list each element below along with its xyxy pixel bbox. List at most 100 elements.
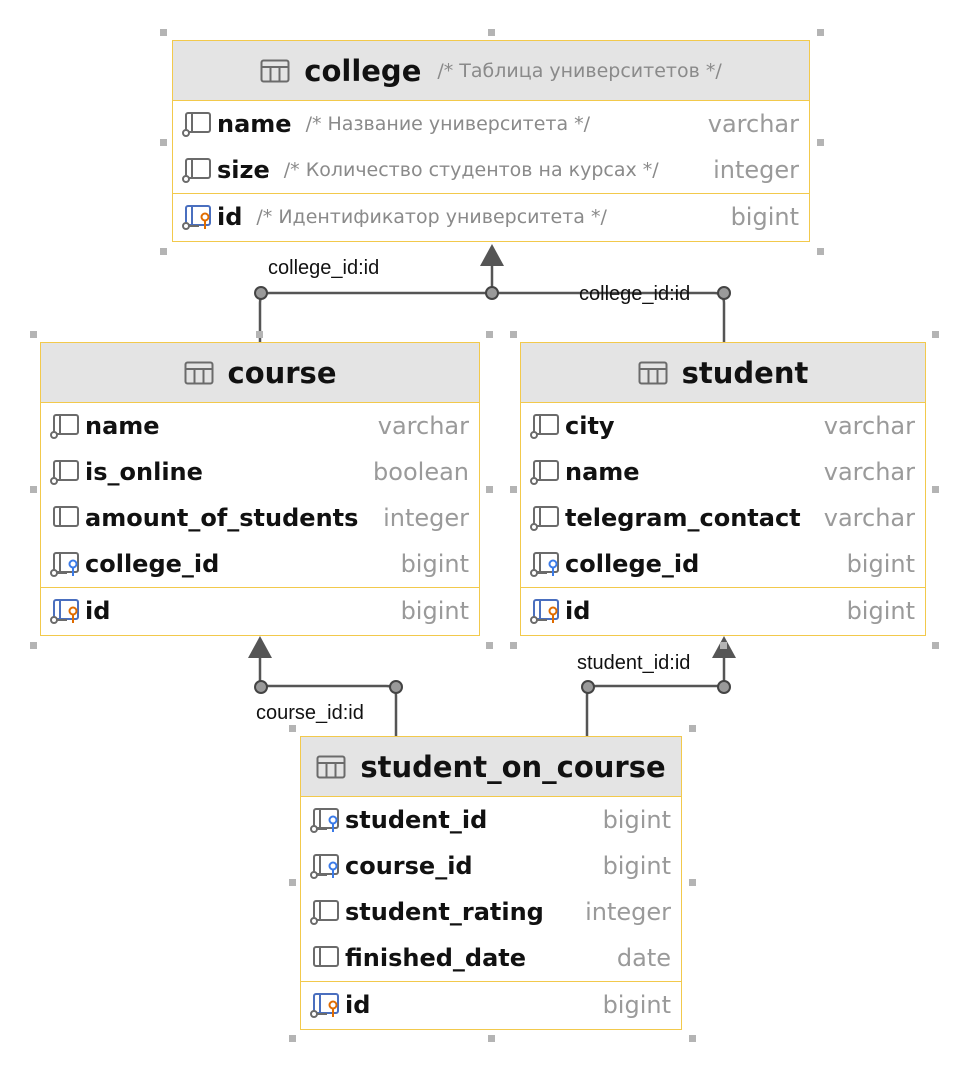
table-name: student: [681, 355, 809, 390]
column-icon: [530, 460, 559, 485]
column-name: college_id: [565, 550, 700, 578]
table-header: student: [521, 343, 925, 403]
table-name: student_on_course: [360, 749, 666, 784]
resize-handle[interactable]: [817, 248, 824, 255]
resize-handle[interactable]: [289, 879, 296, 886]
table-icon: [638, 361, 668, 384]
resize-handle[interactable]: [510, 486, 517, 493]
column-icon: [182, 112, 211, 137]
column-name: name: [565, 458, 640, 486]
column-type: bigint: [846, 596, 915, 625]
foreign-key-column-icon: [310, 808, 339, 833]
resize-handle[interactable]: [30, 642, 37, 649]
column-row[interactable]: city varchar: [521, 403, 925, 449]
resize-handle[interactable]: [160, 29, 167, 36]
resize-handle[interactable]: [256, 331, 263, 338]
resize-handle[interactable]: [486, 642, 493, 649]
resize-handle[interactable]: [689, 725, 696, 732]
arrow-to-course: [248, 636, 272, 658]
resize-handle[interactable]: [160, 139, 167, 146]
table-name: college: [304, 53, 422, 88]
resize-handle[interactable]: [289, 1035, 296, 1042]
column-row[interactable]: telegram_contact varchar: [521, 495, 925, 541]
column-name: telegram_contact: [565, 504, 801, 532]
column-icon: [182, 158, 211, 183]
endpoint-dot: [254, 286, 268, 300]
resize-handle[interactable]: [486, 486, 493, 493]
column-name: id: [217, 202, 243, 231]
column-row[interactable]: is_online boolean: [41, 449, 479, 495]
resize-handle[interactable]: [488, 1035, 495, 1042]
column-row[interactable]: name /* Название университета */ varchar: [173, 101, 809, 147]
endpoint-dot: [717, 680, 731, 694]
column-name: name: [217, 110, 292, 138]
column-type: boolean: [373, 458, 469, 486]
column-icon: [530, 414, 559, 439]
resize-handle[interactable]: [486, 331, 493, 338]
resize-handle[interactable]: [689, 879, 696, 886]
column-type: bigint: [730, 202, 799, 231]
column-type: bigint: [400, 596, 469, 625]
resize-handle[interactable]: [510, 331, 517, 338]
primary-key-row[interactable]: id bigint: [41, 587, 479, 633]
column-row[interactable]: student_rating integer: [301, 889, 681, 935]
primary-key-column-icon: [310, 992, 339, 1018]
table-icon: [184, 361, 213, 384]
table-header: course: [41, 343, 479, 403]
column-row[interactable]: course_id bigint: [301, 843, 681, 889]
column-row[interactable]: student_id bigint: [301, 797, 681, 843]
column-type: bigint: [602, 852, 671, 880]
table-icon: [260, 59, 290, 82]
endpoint-dot: [389, 680, 403, 694]
primary-key-column-icon: [530, 598, 559, 624]
column-row[interactable]: amount_of_students integer: [41, 495, 479, 541]
table-student[interactable]: student city varchar name varchar telegr…: [520, 342, 926, 636]
table-icon: [316, 755, 346, 778]
primary-key-row[interactable]: id bigint: [301, 981, 681, 1027]
endpoint-dot: [254, 680, 268, 694]
resize-handle[interactable]: [817, 139, 824, 146]
resize-handle[interactable]: [817, 29, 824, 36]
table-header: college /* Таблица университетов */: [173, 41, 809, 101]
foreign-key-column-icon: [530, 552, 559, 577]
primary-key-row[interactable]: id /* Идентификатор университета */ bigi…: [173, 193, 809, 239]
primary-key-row[interactable]: id bigint: [521, 587, 925, 633]
resize-handle[interactable]: [289, 725, 296, 732]
column-row[interactable]: college_id bigint: [41, 541, 479, 587]
column-row[interactable]: finished_date date: [301, 935, 681, 981]
column-name: student_id: [345, 806, 488, 834]
endpoint-dot: [581, 680, 595, 694]
nullable-column-icon: [53, 506, 79, 527]
column-row[interactable]: size /* Количество студентов на курсах *…: [173, 147, 809, 193]
column-type: varchar: [707, 110, 799, 138]
table-college[interactable]: college /* Таблица университетов */ name…: [172, 40, 810, 242]
resize-handle[interactable]: [689, 1035, 696, 1042]
table-course[interactable]: course name varchar is_online boolean am…: [40, 342, 480, 636]
column-row[interactable]: name varchar: [521, 449, 925, 495]
resize-handle[interactable]: [30, 331, 37, 338]
resize-handle[interactable]: [488, 29, 495, 36]
resize-handle[interactable]: [160, 248, 167, 255]
column-name: amount_of_students: [85, 504, 359, 532]
resize-handle[interactable]: [720, 642, 727, 649]
resize-handle[interactable]: [510, 642, 517, 649]
column-row[interactable]: college_id bigint: [521, 541, 925, 587]
column-name: student_rating: [345, 898, 544, 926]
column-row[interactable]: name varchar: [41, 403, 479, 449]
edge-label-student-college: college_id:id: [579, 283, 691, 305]
column-name: is_online: [85, 458, 203, 486]
column-icon: [310, 900, 339, 925]
column-name: finished_date: [345, 944, 527, 972]
column-name: id: [345, 990, 371, 1019]
table-student-on-course[interactable]: student_on_course student_id bigint cour…: [300, 736, 682, 1030]
column-type: date: [616, 944, 671, 972]
table-header: student_on_course: [301, 737, 681, 797]
table-name: course: [227, 355, 337, 390]
resize-handle[interactable]: [932, 486, 939, 493]
column-name: id: [565, 596, 591, 625]
resize-handle[interactable]: [932, 331, 939, 338]
resize-handle[interactable]: [30, 486, 37, 493]
resize-handle[interactable]: [932, 642, 939, 649]
column-name: size: [217, 156, 270, 184]
